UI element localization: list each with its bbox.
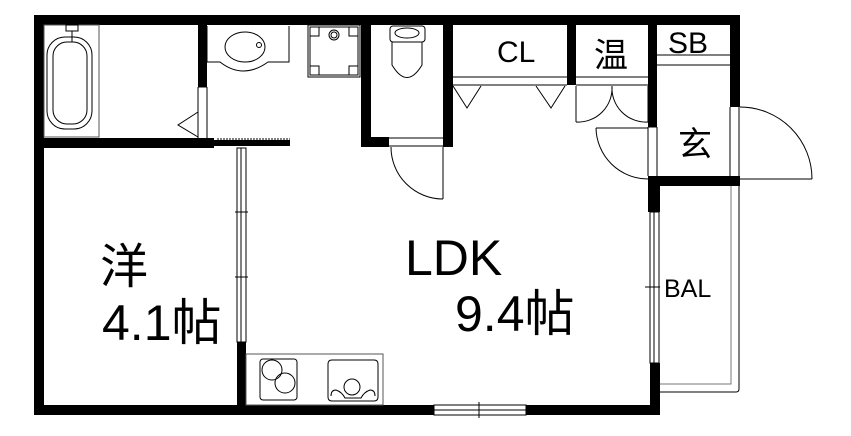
shoe-box-label: SB [668, 27, 708, 60]
entrance-label: 玄 [678, 125, 712, 165]
toilet-icon [389, 25, 426, 78]
western-room-label: 洋 [100, 239, 148, 295]
interior-walls [34, 15, 660, 415]
ldk-label: LDK [405, 230, 502, 286]
exterior-walls [34, 15, 740, 415]
sink-icon [327, 359, 379, 402]
room-labels: CL 温 SB 玄 BAL 洋 4.1帖 LDK 9.4帖 [100, 27, 712, 351]
thin-lines [177, 54, 740, 176]
kitchen-counter [245, 353, 384, 406]
stove-icon [259, 358, 298, 401]
balcony-label: BAL [664, 275, 711, 303]
doors [390, 85, 813, 200]
windows [235, 147, 660, 418]
water-heater-label: 温 [594, 36, 628, 76]
bathtub-icon [43, 24, 100, 138]
washing-machine-pan-icon [307, 24, 361, 78]
western-room-size: 4.1帖 [102, 295, 222, 351]
closet-label: CL [497, 36, 535, 69]
washbasin-icon [206, 26, 290, 72]
balcony-outline [660, 186, 740, 393]
ldk-size: 9.4帖 [455, 286, 575, 342]
